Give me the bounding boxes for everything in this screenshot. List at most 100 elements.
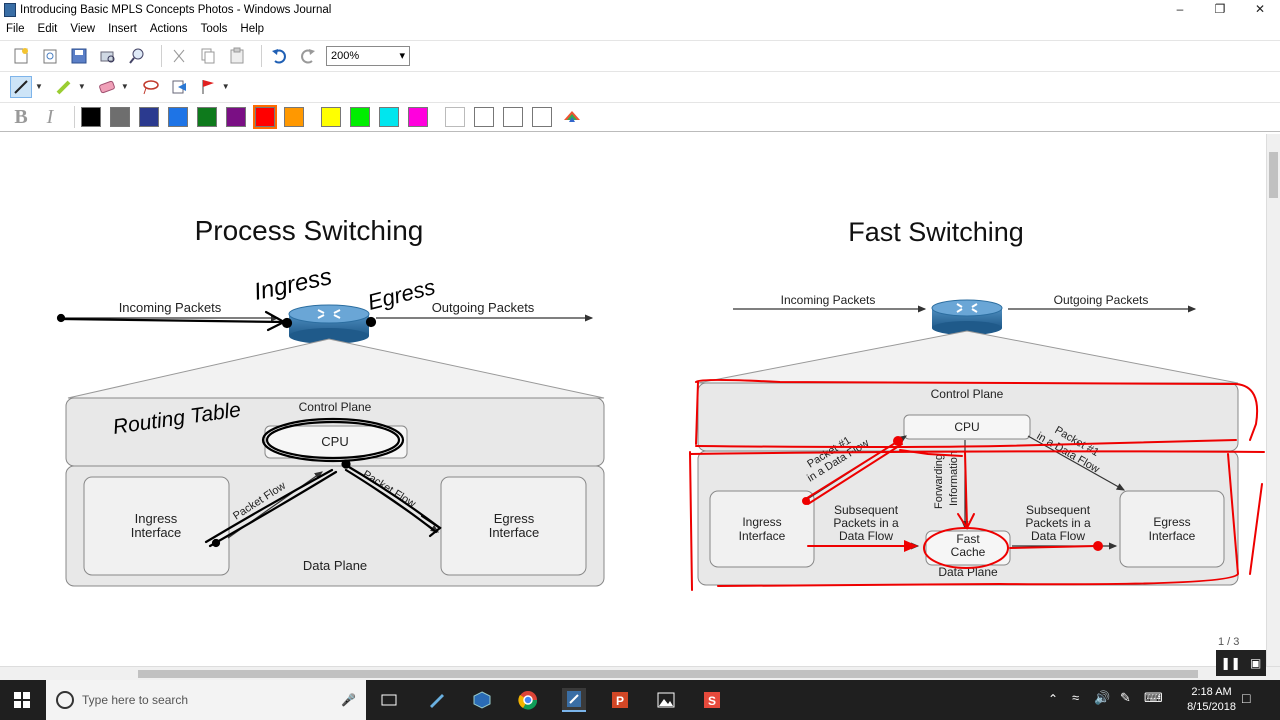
fast-switching-title: Fast Switching — [848, 217, 1024, 247]
color-swatch[interactable] — [81, 107, 101, 127]
left-control-plane-label: Control Plane — [299, 400, 372, 414]
chevron-down-icon: ▾ — [399, 50, 405, 62]
snagit-icon[interactable]: S — [700, 688, 724, 712]
color-swatch[interactable] — [253, 105, 277, 129]
menu-edit[interactable]: Edit — [37, 23, 58, 35]
right-ingress-label-1: Ingress — [742, 515, 781, 529]
ink-egress-label: Egress — [365, 274, 437, 315]
vertical-scrollbar[interactable] — [1266, 134, 1280, 666]
window-title: Introducing Basic MPLS Concepts Photos -… — [20, 4, 332, 16]
new-note-icon[interactable] — [10, 45, 32, 67]
standard-toolbar: 200%▾ — [0, 40, 1280, 70]
title-bar: Introducing Basic MPLS Concepts Photos -… — [0, 0, 1280, 20]
subsequent-left-label-3: Data Flow — [839, 529, 893, 543]
cut-icon[interactable] — [168, 45, 190, 67]
right-incoming-label: Incoming Packets — [781, 293, 876, 307]
right-ingress-label-2: Interface — [739, 529, 786, 543]
print-preview-icon[interactable] — [97, 45, 119, 67]
taskbar: Type here to search 🎤 P S ⌃ ≈ 🔊 ✎ ⌨ 2:18… — [0, 680, 1280, 720]
flag-icon[interactable] — [197, 76, 219, 98]
pen-icon[interactable] — [10, 75, 32, 98]
find-icon[interactable] — [126, 45, 148, 67]
right-egress-label-2: Interface — [1149, 529, 1196, 543]
color-swatch[interactable] — [445, 107, 465, 127]
svg-text:P: P — [616, 694, 624, 708]
restore-button[interactable]: ❐ — [1214, 2, 1226, 16]
windows-journal-task-icon[interactable] — [562, 688, 586, 712]
color-swatch[interactable] — [168, 107, 188, 127]
fast-cache-label-1: Fast — [956, 532, 980, 546]
bold-icon[interactable]: B — [14, 105, 28, 128]
paste-icon[interactable] — [226, 45, 248, 67]
ink-ingress-label: Ingress — [252, 263, 335, 306]
cortana-icon — [56, 691, 74, 709]
minimize-button[interactable]: – — [1176, 2, 1184, 16]
close-button[interactable]: ✕ — [1254, 2, 1266, 16]
keyboard-icon[interactable]: ⌨ — [1144, 690, 1163, 705]
pen-dropdown-icon[interactable]: ▼ — [35, 82, 43, 91]
screen-icon[interactable]: ▣ — [1250, 656, 1262, 670]
color-swatch[interactable] — [139, 107, 159, 127]
clock[interactable]: 2:18 AM 8/15/2018 — [1187, 685, 1236, 715]
network-icon[interactable]: ≈ — [1072, 690, 1080, 705]
task-view-icon[interactable] — [378, 688, 402, 712]
color-swatch[interactable] — [379, 107, 399, 127]
menu-view[interactable]: View — [70, 23, 96, 35]
color-swatch[interactable] — [474, 107, 494, 127]
journal-page[interactable]: Process Switching Incoming Packets Outgo… — [0, 134, 1266, 666]
lasso-icon[interactable] — [139, 76, 161, 98]
open-icon[interactable] — [39, 45, 61, 67]
zoom-select[interactable]: 200%▾ — [326, 45, 410, 66]
notifications-icon[interactable]: □ — [1242, 690, 1251, 706]
color-swatch[interactable] — [532, 107, 552, 127]
page-indicator: 1 / 3 — [1218, 636, 1240, 648]
powerpoint-icon[interactable]: P — [608, 688, 632, 712]
windows-journal-icon — [4, 3, 16, 17]
menu-insert[interactable]: Insert — [108, 23, 137, 35]
highlighter-icon[interactable] — [53, 76, 75, 98]
color-swatch[interactable] — [197, 107, 217, 127]
color-swatch[interactable] — [110, 107, 130, 127]
color-swatch[interactable] — [321, 107, 341, 127]
forwarding-label-2: Information — [948, 451, 960, 506]
menu-actions[interactable]: Actions — [149, 23, 188, 35]
color-swatch[interactable] — [284, 107, 304, 127]
menu-file[interactable]: File — [6, 23, 25, 35]
eraser-dropdown-icon[interactable]: ▼ — [120, 82, 129, 91]
journal-taskbar-icon[interactable] — [424, 688, 448, 712]
color-swatch[interactable] — [408, 107, 428, 127]
virtualbox-icon[interactable] — [470, 688, 494, 712]
right-egress-label-1: Egress — [1153, 515, 1190, 529]
color-swatch[interactable] — [503, 107, 523, 127]
time: 2:18 AM — [1191, 686, 1232, 698]
process-switching-title: Process Switching — [195, 215, 424, 246]
save-icon[interactable] — [68, 45, 90, 67]
color-swatch[interactable] — [350, 107, 370, 127]
chrome-icon[interactable] — [516, 688, 540, 712]
copy-icon[interactable] — [197, 45, 219, 67]
taskbar-search[interactable]: Type here to search 🎤 — [46, 680, 366, 720]
pen-tray-icon[interactable]: ✎ — [1120, 690, 1131, 705]
italic-icon[interactable]: I — [46, 105, 54, 128]
photos-icon[interactable] — [654, 688, 678, 712]
pause-icon[interactable]: ❚❚ — [1220, 656, 1241, 670]
color-picker-icon[interactable] — [561, 106, 583, 128]
menu-bar: File Edit View Insert Actions Tools Help — [0, 20, 1280, 38]
search-placeholder: Type here to search — [82, 693, 189, 707]
insert-space-icon[interactable] — [168, 76, 190, 98]
start-windows-icon[interactable] — [10, 688, 34, 712]
eraser-icon[interactable] — [96, 76, 118, 98]
right-ink-annotations — [689, 379, 1265, 591]
menu-tools[interactable]: Tools — [200, 23, 228, 35]
chevron-up-icon[interactable]: ⌃ — [1048, 692, 1059, 706]
color-swatch[interactable] — [226, 107, 246, 127]
fast-cache-label-2: Cache — [951, 545, 986, 559]
undo-icon[interactable] — [268, 45, 290, 67]
microphone-icon[interactable]: 🎤 — [341, 693, 356, 707]
redo-icon[interactable] — [297, 45, 319, 67]
menu-help[interactable]: Help — [240, 23, 265, 35]
flag-dropdown-icon[interactable]: ▼ — [221, 82, 230, 91]
horizontal-scrollbar[interactable] — [0, 666, 1280, 680]
volume-icon[interactable]: 🔊 — [1094, 690, 1111, 705]
highlighter-dropdown-icon[interactable]: ▼ — [77, 82, 86, 91]
